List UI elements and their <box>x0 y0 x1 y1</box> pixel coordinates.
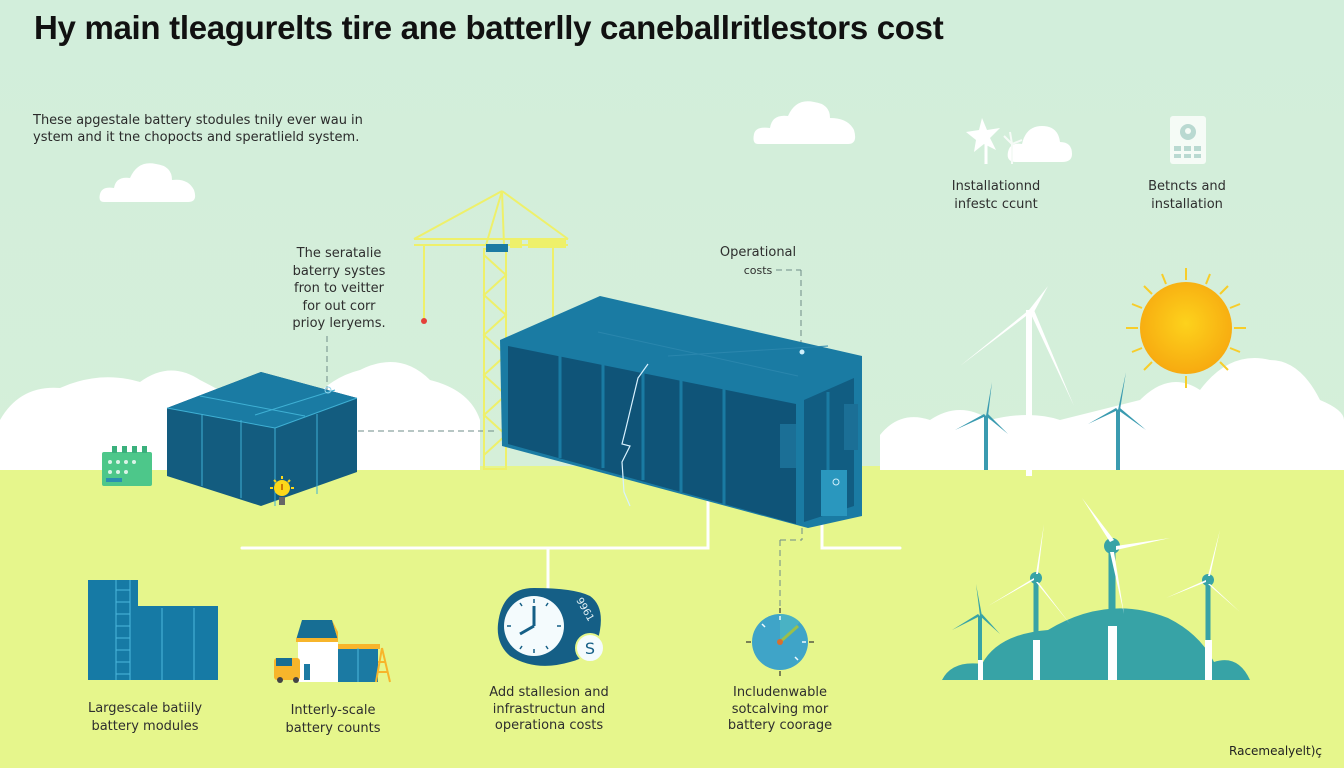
wind-farm-hill <box>942 498 1250 680</box>
construction-site-icon <box>274 620 391 683</box>
clock-cost-icon: S 9961 <box>497 588 605 666</box>
star-cloud-wind-icon <box>966 118 1072 164</box>
wind-turbines-sky <box>955 286 1146 476</box>
cloud-icon <box>99 163 196 202</box>
white-turbine <box>960 286 1074 476</box>
intro-line-2: ystem and it tne chopocts and speratliel… <box>33 130 360 145</box>
teal-turbine-left <box>955 382 1008 470</box>
sun-icon <box>1126 268 1246 388</box>
intro-line-1: These apgestale battery stodules tnily e… <box>33 113 363 128</box>
battery-counts-label: Intterly-scale battery counts <box>285 703 381 736</box>
controller-board-icon <box>102 446 152 486</box>
battery-coverage-label: Includenwable sotcalving mor battery coo… <box>727 685 833 733</box>
construction-crane-icon <box>413 190 569 470</box>
installation-infrastructure-label: Installationnd infestc ccunt <box>951 179 1041 212</box>
teal-turbine-right <box>1088 372 1146 470</box>
benefits-installation-label: Betncts and installation <box>1148 179 1226 212</box>
compass-gauge-icon <box>746 608 814 676</box>
lightbulb-icon <box>270 476 294 505</box>
installation-costs-label: Add stallesion and infrastructun and ope… <box>489 685 609 733</box>
operational-costs-callout: Operational costs <box>719 245 797 277</box>
clock-badge-text: S <box>585 639 595 658</box>
battery-modules-label: Largescale batiily battery modules <box>87 701 203 734</box>
page-title: Hy main tleagurelts tire ane batterlly c… <box>34 9 944 46</box>
serviceable-battery-callout: The seratalie baterry systes fron to vei… <box>292 246 386 331</box>
clipboard-location-icon <box>1170 116 1206 164</box>
small-battery-module <box>166 372 358 506</box>
cloud-icon <box>753 101 856 144</box>
battery-container <box>500 296 862 528</box>
intro-text: These apgestale battery stodules tnily e… <box>33 112 413 146</box>
battery-rack-icon <box>88 580 218 680</box>
brand-watermark: Racemealyelt)ç <box>1229 744 1322 758</box>
